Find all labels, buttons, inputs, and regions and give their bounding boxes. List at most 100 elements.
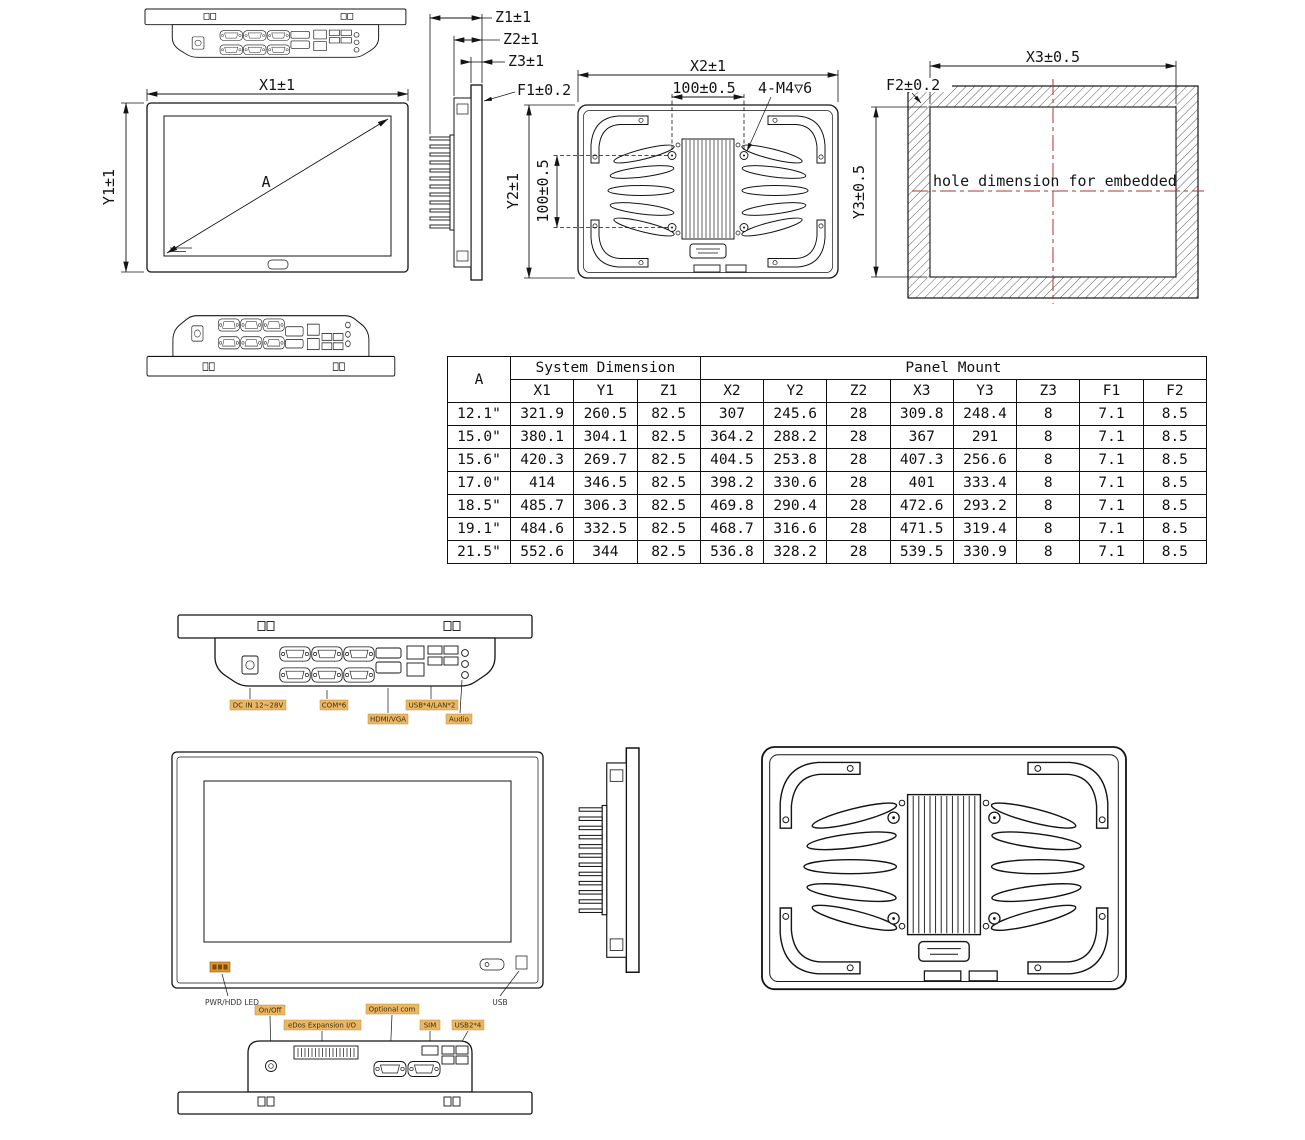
dimension-value-cell: 484.6 — [509, 517, 575, 541]
dimension-value-cell: 328.2 — [763, 540, 828, 564]
dimension-value-cell: 346.5 — [573, 471, 638, 495]
dimension-value-cell: 319.4 — [952, 517, 1018, 541]
dimension-value-cell: 304.1 — [573, 425, 638, 449]
dimension-value-cell: 330.6 — [763, 471, 828, 495]
dimension-value-cell: 404.5 — [699, 448, 765, 472]
dim-x1: X1±1 — [259, 76, 295, 94]
dimension-value-cell: 8 — [1016, 494, 1081, 518]
dimension-value-cell: 290.4 — [763, 494, 828, 518]
dim-f2: F2±0.2 — [886, 76, 940, 94]
dimension-value-cell: 82.5 — [636, 402, 701, 426]
side-view-large — [578, 747, 640, 973]
embedded-note: hole dimension for embedded — [933, 172, 1177, 190]
corner-header: A — [447, 356, 511, 403]
label-usb-lan: USB*4/LAN*2 — [409, 702, 456, 710]
dimension-value-cell: 7.1 — [1079, 517, 1144, 541]
usb-ports — [441, 1045, 469, 1065]
dimension-value-cell: 82.5 — [636, 471, 701, 495]
dimension-value-cell: 28 — [826, 540, 891, 564]
column-header-z3: Z3 — [1016, 379, 1081, 403]
dimension-value-cell: 8.5 — [1142, 448, 1208, 472]
dim-z1: Z1±1 — [495, 8, 531, 26]
dimension-value-cell: 28 — [826, 517, 891, 541]
dimension-value-cell: 291 — [952, 425, 1018, 449]
dimension-value-cell: 260.5 — [573, 402, 638, 426]
dimension-value-cell: 380.1 — [509, 425, 575, 449]
label-onoff: On/Off — [259, 1007, 282, 1015]
dimension-value-cell: 28 — [826, 448, 891, 472]
top-io-view: On/Off eDos Expansion I/O Optional com S… — [177, 1003, 533, 1115]
dimension-value-cell: 414 — [509, 471, 575, 495]
dimension-value-cell: 344 — [573, 540, 638, 564]
dimension-value-cell: 256.6 — [952, 448, 1018, 472]
label-expansion: eDos Expansion I/O — [288, 1022, 357, 1030]
dimension-value-cell: 468.7 — [699, 517, 765, 541]
column-header-f2: F2 — [1142, 379, 1208, 403]
dimension-value-cell: 471.5 — [889, 517, 954, 541]
dimension-value-cell: 28 — [826, 425, 891, 449]
dimension-value-cell: 82.5 — [636, 494, 701, 518]
top-view — [145, 9, 406, 57]
dimension-value-cell: 316.6 — [763, 517, 828, 541]
dimension-value-cell: 552.6 — [509, 540, 575, 564]
dimension-value-cell: 245.6 — [763, 402, 828, 426]
dimension-value-cell: 28 — [826, 494, 891, 518]
dim-screw: 4-M4▽6 — [758, 79, 812, 97]
dimension-value-cell: 253.8 — [763, 448, 828, 472]
dimension-value-cell: 8.5 — [1142, 471, 1208, 495]
panel-size-cell: 21.5" — [447, 540, 511, 564]
side-view: Z1±1 Z2±1 Z3±1 F1±0.2 — [429, 8, 571, 281]
dimension-value-cell: 8 — [1016, 471, 1081, 495]
dimension-value-cell: 28 — [826, 471, 891, 495]
label-dc-in: DC IN 12~28V — [233, 702, 284, 710]
panel-size-cell: 15.6" — [447, 448, 511, 472]
dimension-value-cell: 420.3 — [509, 448, 575, 472]
label-usb2: USB2*4 — [455, 1022, 482, 1030]
dimension-value-cell: 82.5 — [636, 448, 701, 472]
dimension-value-cell: 7.1 — [1079, 448, 1144, 472]
dimension-value-cell: 364.2 — [699, 425, 765, 449]
dim-vesa-vertical: 100±0.5 — [534, 159, 552, 222]
label-com: COM*6 — [322, 702, 347, 710]
dimension-value-cell: 306.3 — [573, 494, 638, 518]
dimension-value-cell: 8 — [1016, 517, 1081, 541]
dimension-value-cell: 8 — [1016, 425, 1081, 449]
dimension-value-cell: 7.1 — [1079, 540, 1144, 564]
dimension-value-cell: 8.5 — [1142, 425, 1208, 449]
dimension-value-cell: 82.5 — [636, 540, 701, 564]
dim-y1: Y1±1 — [100, 169, 118, 205]
dimension-value-cell: 7.1 — [1079, 471, 1144, 495]
dimension-value-cell: 333.4 — [952, 471, 1018, 495]
dimension-value-cell: 539.5 — [889, 540, 954, 564]
dimension-value-cell: 8 — [1016, 448, 1081, 472]
dimension-value-cell: 269.7 — [573, 448, 638, 472]
column-header-x3: X3 — [889, 379, 954, 403]
column-header-z2: Z2 — [826, 379, 891, 403]
dimension-value-cell: 367 — [889, 425, 954, 449]
dimension-value-cell: 485.7 — [509, 494, 575, 518]
column-header-z1: Z1 — [636, 379, 701, 403]
rear-view-large — [762, 747, 1126, 989]
io-bottom-view: DC IN 12~28V COM*6 HDMI/VGA USB*4/LAN*2 … — [178, 615, 532, 725]
diagonal-size-label: A — [261, 173, 270, 191]
bottom-view-small — [147, 316, 395, 376]
table-group-row: A System Dimension Panel Mount — [447, 356, 1208, 403]
front-view-large: PWR/HDD LED USB — [171, 751, 544, 1007]
dimension-value-cell: 536.8 — [699, 540, 765, 564]
dimension-value-cell: 248.4 — [952, 402, 1018, 426]
dimension-value-cell: 307 — [699, 402, 765, 426]
dimension-value-cell: 469.8 — [699, 494, 765, 518]
group-header-system: System Dimension — [510, 356, 701, 380]
column-header-y2: Y2 — [763, 379, 828, 403]
dimension-value-cell: 309.8 — [889, 402, 954, 426]
front-usb-port — [515, 955, 528, 970]
